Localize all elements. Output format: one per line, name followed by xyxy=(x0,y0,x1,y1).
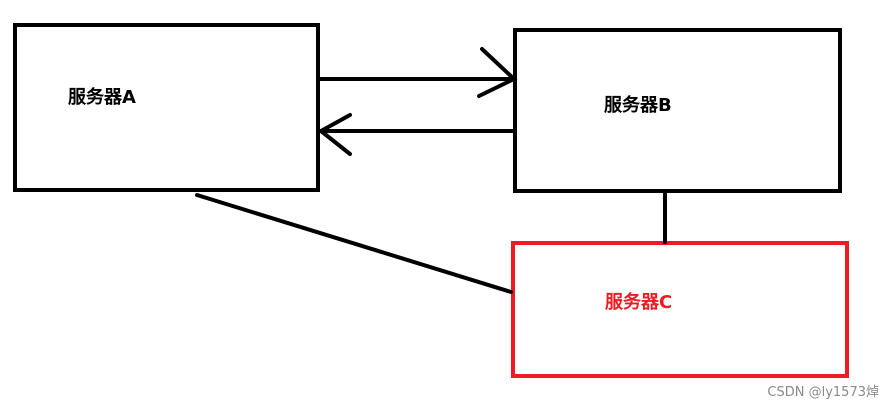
edge-b-to-a xyxy=(317,113,517,156)
node-server-b: 服务器B xyxy=(513,28,842,193)
watermark-text: CSDN @ly1573焯 xyxy=(767,385,879,400)
edge-a-to-b xyxy=(316,47,518,98)
server-a-box xyxy=(13,23,320,192)
arrowhead-right-icon xyxy=(477,47,518,98)
server-c-label: 服务器C xyxy=(605,291,672,313)
server-b-box xyxy=(513,28,842,193)
arrowhead-left-icon xyxy=(317,113,352,156)
node-server-c: 服务器C xyxy=(511,241,849,378)
edge-a-to-c xyxy=(195,193,513,294)
server-b-label: 服务器B xyxy=(604,94,672,116)
server-a-label: 服务器A xyxy=(68,86,136,108)
server-c-box xyxy=(511,241,849,378)
node-server-a: 服务器A xyxy=(13,23,320,192)
